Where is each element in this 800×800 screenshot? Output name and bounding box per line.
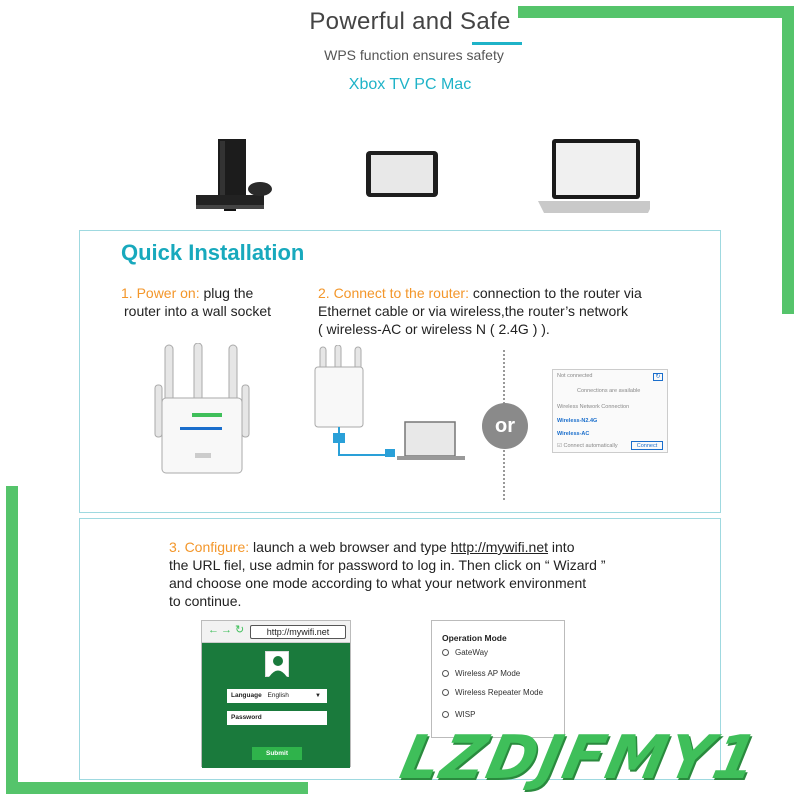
tablet-icon: [366, 151, 438, 197]
wifi-network-1[interactable]: Wireless-N2.4G: [557, 418, 598, 424]
language-select[interactable]: Language English ▼: [227, 689, 327, 703]
devices-illustration: [196, 139, 650, 213]
step3-line2: the URL fiel, use admin for password to …: [169, 557, 606, 573]
frame-top: [518, 6, 794, 18]
back-icon[interactable]: ←: [208, 624, 219, 636]
page-title: Powerful and Safe: [309, 8, 511, 35]
ethernet-illustration: [314, 345, 465, 460]
mode-option-gateway[interactable]: GateWay: [442, 648, 488, 657]
user-avatar-icon: [265, 651, 289, 677]
language-label: Language: [231, 692, 262, 699]
step1-heading: 1. Power on:: [121, 285, 200, 301]
wifi-auto-label: Connect automatically: [563, 443, 618, 449]
xbox-console-icon: [196, 139, 272, 211]
laptop-icon: [538, 139, 650, 213]
mode-option-repeater[interactable]: Wireless Repeater Mode: [442, 688, 543, 697]
wifi-section: Wireless Network Connection: [557, 404, 630, 410]
wifi-available: Connections are available: [577, 388, 641, 394]
language-value: English: [267, 692, 289, 699]
browser-url-bar[interactable]: http://mywifi.net: [250, 625, 346, 639]
password-field[interactable]: Password: [227, 711, 327, 725]
step1-line2: router into a wall socket: [124, 303, 272, 319]
step1-line1: plug the: [199, 285, 254, 301]
step1-text: 1. Power on: plug the router into a wall…: [121, 284, 321, 320]
step3-line1a: launch a web browser and type: [249, 539, 451, 555]
title-underline: [472, 42, 522, 45]
forward-icon[interactable]: →: [221, 624, 232, 636]
devices-label: Xbox TV PC Mac: [348, 76, 472, 93]
frame-right: [782, 6, 794, 314]
step3-line3: and choose one mode according to what yo…: [169, 575, 587, 591]
checkbox-icon: ☑: [557, 443, 564, 449]
wifi-refresh-icon[interactable]: ↻: [653, 373, 663, 381]
wifi-connect-button[interactable]: Connect: [631, 441, 663, 450]
submit-button[interactable]: Submit: [252, 747, 302, 760]
quick-install-title: Quick Installation: [121, 240, 305, 265]
browser-mock: ← → ↻ http://mywifi.net Language English…: [201, 620, 351, 768]
mode-option-ap[interactable]: Wireless AP Mode: [442, 669, 520, 678]
browser-toolbar: ← → ↻ http://mywifi.net: [202, 621, 350, 643]
wifi-connect-panel: Not connected ↻ Connections are availabl…: [552, 369, 668, 453]
wifi-status: Not connected: [557, 373, 593, 379]
mode-option-wisp[interactable]: WISP: [442, 710, 475, 719]
step2-line3: ( wireless-AC or wireless N ( 2.4G ) ).: [318, 321, 550, 337]
step3-text: 3. Configure: launch a web browser and t…: [169, 538, 669, 610]
step3-line1b: into: [548, 539, 575, 555]
step2-line1: connection to the router via: [468, 285, 642, 301]
login-panel: Language English ▼ Password Submit: [202, 643, 350, 768]
step2-line2: Ethernet cable or via wireless,the route…: [318, 303, 628, 319]
frame-bottom: [6, 782, 308, 794]
brand-watermark: LZDJFMY1: [394, 723, 766, 793]
refresh-icon[interactable]: ↻: [235, 624, 245, 636]
frame-left: [6, 486, 18, 794]
wifi-network-2[interactable]: Wireless-AC: [557, 431, 590, 437]
password-label: Password: [231, 714, 262, 721]
step3-url-link[interactable]: http://mywifi.net: [450, 539, 549, 555]
configure-box: [79, 518, 721, 780]
operation-mode-panel: Operation Mode GateWay Wireless AP Mode …: [431, 620, 565, 738]
or-badge: or: [482, 403, 528, 449]
step2-text: 2. Connect to the router: connection to …: [318, 284, 718, 338]
router-plug-illustration: [154, 343, 250, 474]
page-subtitle: WPS function ensures safety: [324, 47, 504, 63]
step3-heading: 3. Configure:: [169, 539, 250, 555]
step3-line4: to continue.: [169, 593, 242, 609]
step2-heading: 2. Connect to the router:: [318, 285, 469, 301]
wifi-auto-connect[interactable]: ☑ Connect automatically: [557, 443, 618, 449]
dropdown-arrow-icon: ▼: [315, 693, 321, 699]
operation-mode-title: Operation Mode: [442, 633, 507, 643]
